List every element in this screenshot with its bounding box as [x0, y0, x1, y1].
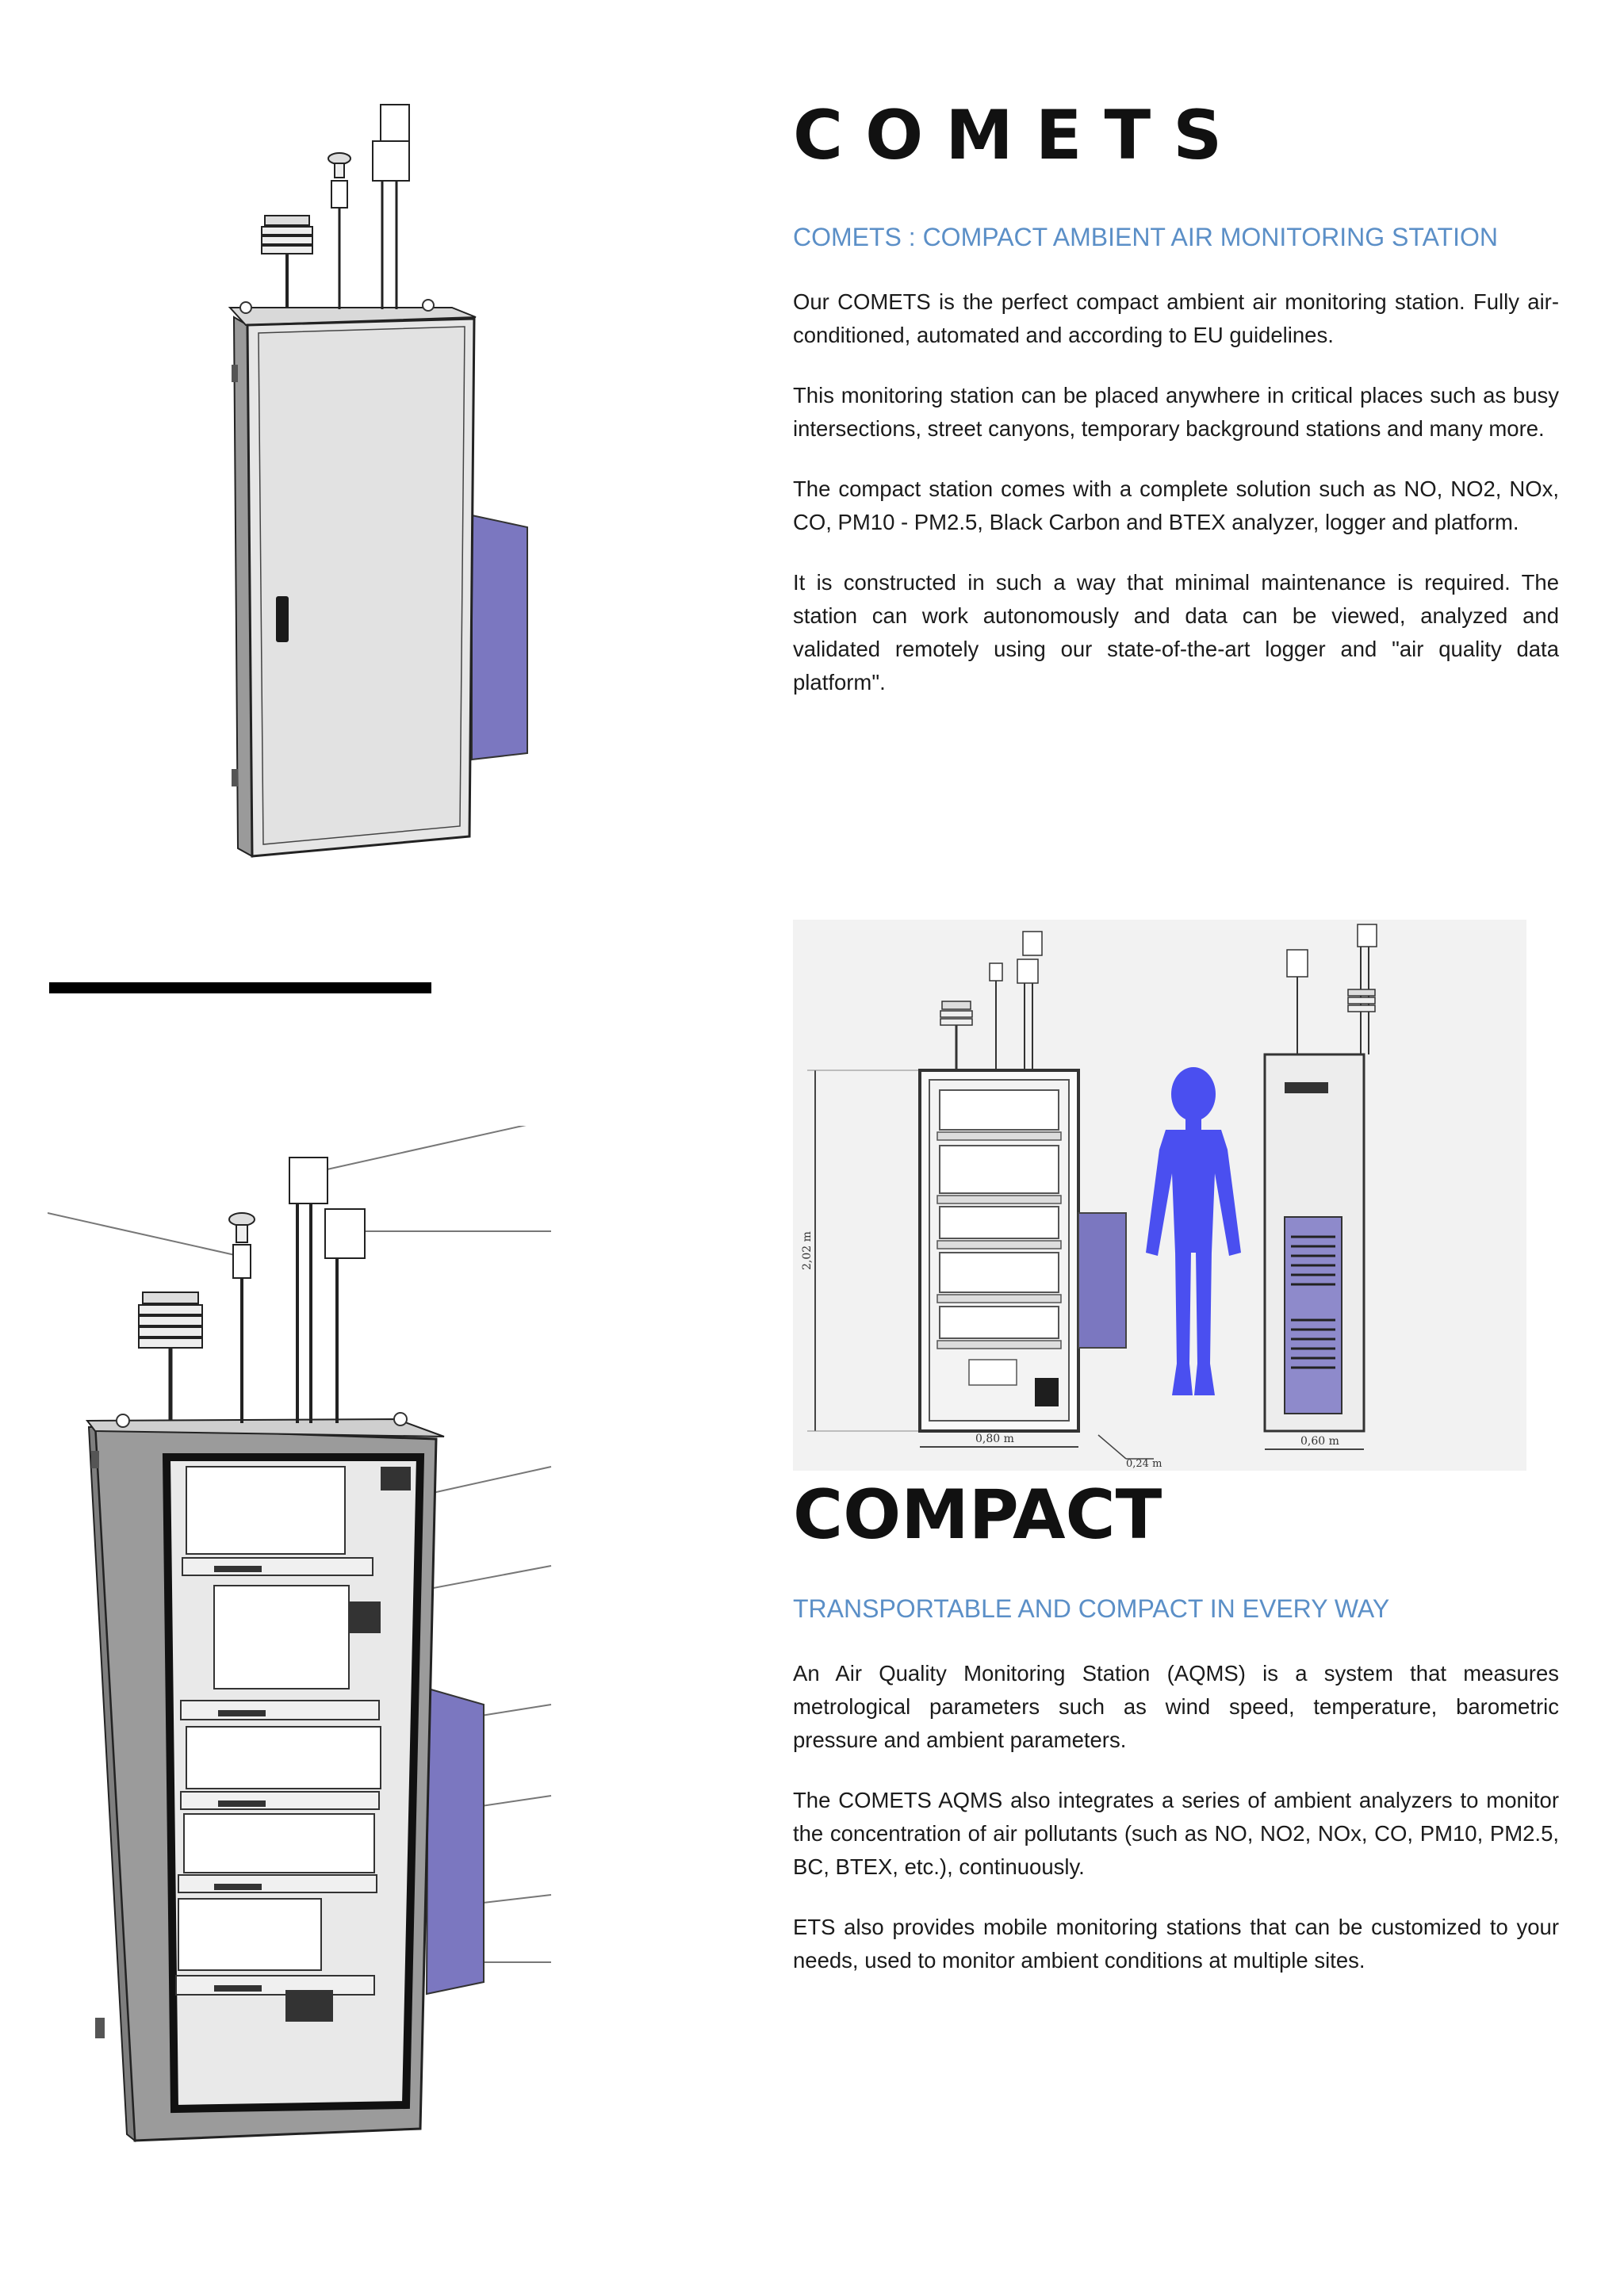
section-subtitle: COMETS : COMPACT AMBIENT AIR MONITORING …: [793, 223, 1498, 251]
paragraph: ETS also provides mobile monitoring stat…: [793, 1915, 1559, 1973]
section-body: An Air Quality Monitoring Station (AQMS)…: [793, 1657, 1559, 2004]
page-title: COMETS: [793, 96, 1245, 175]
section-title: COMPACT: [793, 1475, 1162, 1555]
depth-dimension-label: 0,24 m: [1126, 1458, 1162, 1470]
paragraph: An Air Quality Monitoring Station (AQMS)…: [793, 1661, 1559, 1752]
paragraph: The COMETS AQMS also integrates a series…: [793, 1788, 1559, 1879]
human-figure-icon: [1146, 1067, 1241, 1395]
weather-sensor-icon: [138, 1292, 203, 1421]
section-subtitle: TRANSPORTABLE AND COMPACT IN EVERY WAY: [793, 1594, 1390, 1623]
gas-sensor-icon: [289, 1157, 366, 1423]
paragraph: Our COMETS is the perfect compact ambien…: [793, 289, 1559, 347]
dimension-drawing: 2,02 m 0,80 m 0,24 m: [793, 920, 1526, 1471]
height-dimension-label: 2,02 m: [801, 1231, 814, 1270]
sample-inlet-icon: [327, 152, 351, 309]
paragraph: It is constructed in such a way that min…: [793, 570, 1559, 695]
weather-sensor-icon: [261, 215, 313, 308]
station-open-illustration: [48, 1126, 552, 2143]
width-dimension-label: 0,80 m: [975, 1433, 1014, 1445]
section-divider: [49, 982, 431, 993]
station-closed-illustration: [228, 104, 528, 858]
sample-inlet-icon: [228, 1212, 255, 1423]
side-width-dimension-label: 0,60 m: [1300, 1435, 1339, 1448]
paragraph: The compact station comes with a complet…: [793, 476, 1559, 534]
section-body: Our COMETS is the perfect compact ambien…: [793, 285, 1559, 726]
gas-sensor-icon: [372, 104, 410, 309]
paragraph: This monitoring station can be placed an…: [793, 383, 1559, 441]
